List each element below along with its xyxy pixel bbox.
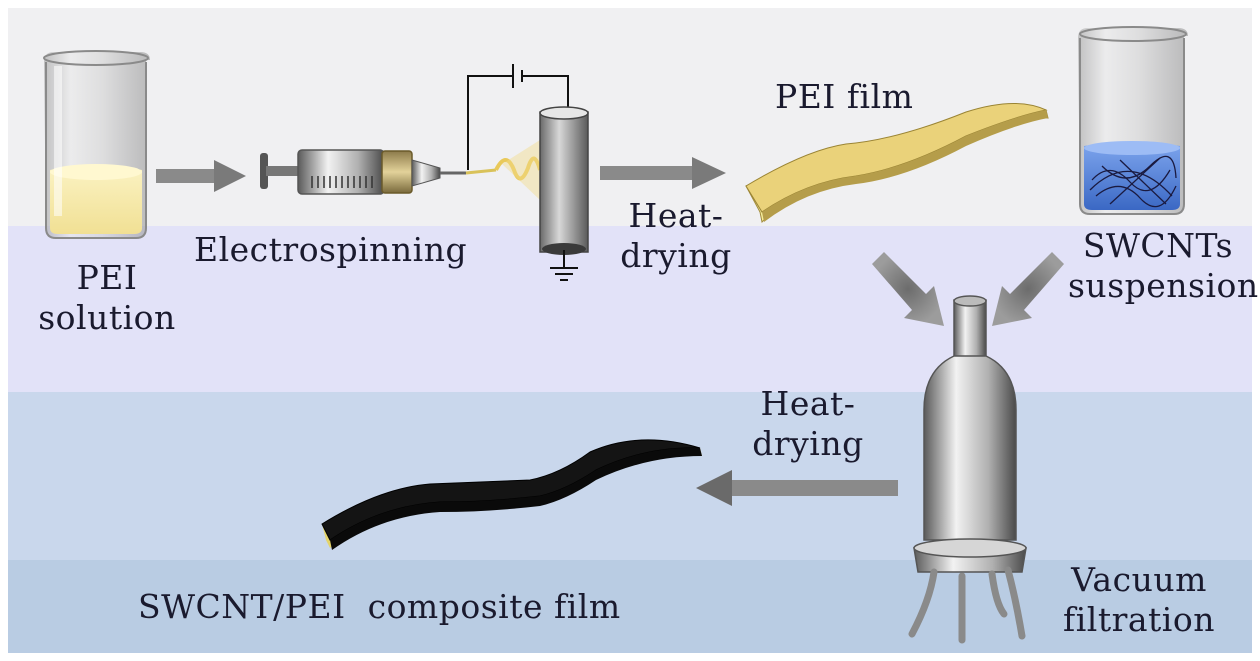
arrow-suspension-to-filtration [992,252,1064,326]
composite-film-label: SWCNT/PEI composite film [138,587,621,626]
arrow-to-composite-film [696,470,898,506]
film-icon [321,439,702,550]
pei-solution-line-1: PEI [76,258,138,297]
beaker-icon [1078,26,1188,215]
heat-drying-top-line-1: Heat- [628,196,724,235]
band-1 [8,8,1252,226]
arrow-to-pei-film [600,157,726,189]
arrow-to-syringe [156,160,246,192]
band-4 [8,560,1252,653]
syringe-icon [260,149,466,195]
pei-solution-line-2: solution [38,298,176,337]
heat-drying-top-label: Heat- drying [606,196,746,276]
film-icon [745,103,1049,224]
nanotube-strands [1089,155,1177,208]
vacuum-filtration-label: Vacuum filtration [1044,560,1234,640]
electrospinning-label: Electrospinning [194,230,468,269]
arrow-pei-film-to-filtration [872,252,944,326]
electrospinning-jet [465,140,542,200]
vacuum-filtration-line-1: Vacuum [1071,560,1207,599]
heat-drying-bottom-label: Heat- drying [738,384,878,464]
pei-film-label: PEI film [775,77,914,116]
band-2 [8,226,1252,392]
vacuum-filtration-line-2: filtration [1063,600,1215,639]
background-bands [8,8,1252,653]
filtration-flask-icon [908,295,1027,644]
power-source-icon [467,64,569,170]
heat-drying-bottom-line-1: Heat- [760,384,856,423]
heat-drying-bottom-line-2: drying [752,424,864,463]
swcnts-suspension-line-1: SWCNTs [1082,226,1234,265]
beaker-icon [43,50,150,239]
pei-solution-label: PEI solution [22,258,192,338]
swcnts-suspension-line-2: suspension [1068,266,1259,305]
heat-drying-top-line-2: drying [620,236,732,275]
collector-drum-icon [539,106,589,255]
band-3 [8,392,1252,560]
swcnts-suspension-label: SWCNTs suspension [1068,226,1259,306]
ground-icon [550,250,578,281]
